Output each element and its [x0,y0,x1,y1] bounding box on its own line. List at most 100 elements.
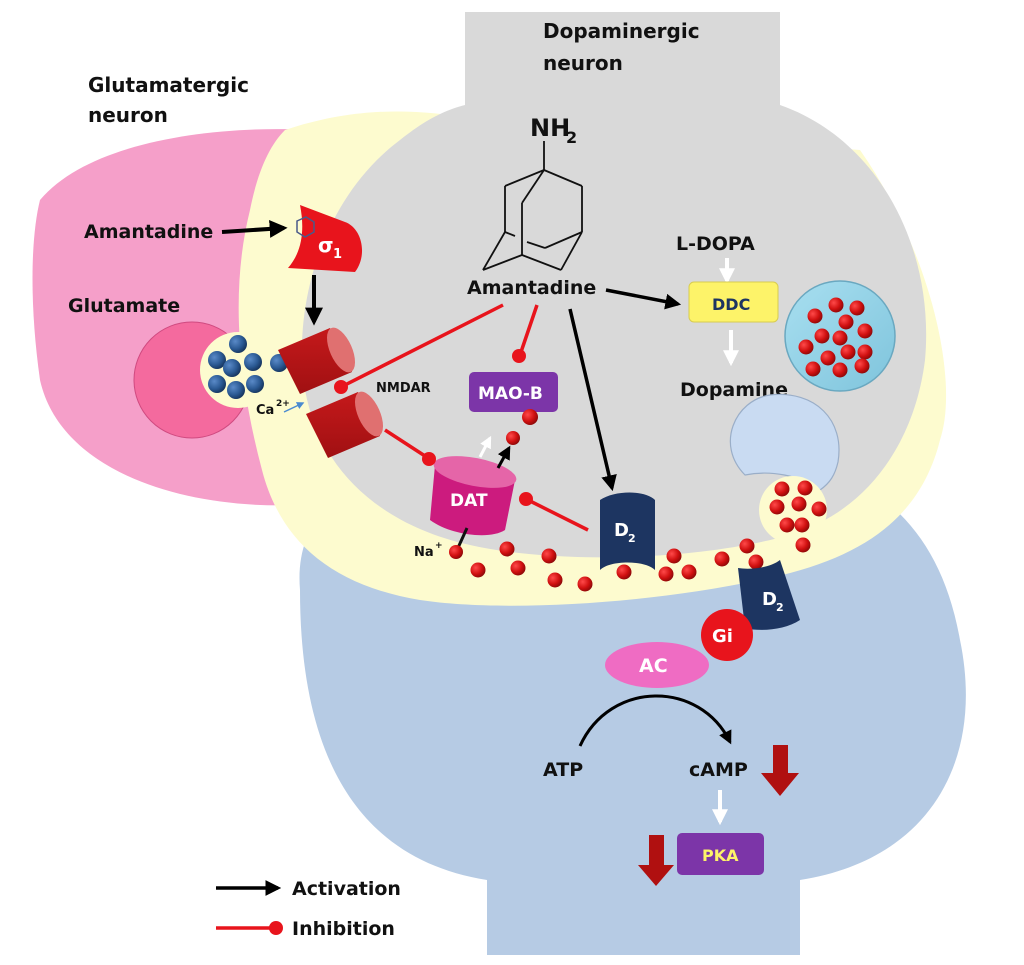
glutamate-particle [244,353,262,371]
dopamine-particle [541,548,557,564]
d2-postsynaptic-receptor [738,560,800,630]
dopamine-particle [769,499,785,515]
mao-b-label: MAO-B [478,384,543,404]
inhibition-head-maob [512,349,526,363]
dopamine-particle [840,344,856,360]
glutamate-label: Glutamate [68,295,180,317]
dopamine-particle [832,330,848,346]
dopamine-particle-na [449,545,463,559]
nh2-subscript: 2 [566,128,577,147]
dopamine-particle [849,300,865,316]
sodium-label: Na [414,545,434,560]
gi-protein [701,609,753,661]
atp-label: ATP [543,759,583,781]
amantadine-label-left: Amantadine [84,221,213,243]
dat-reuptake-arrow [496,445,511,469]
dopamine-particle [857,344,873,360]
dopamine-particle [811,501,827,517]
dopamine-particle [739,538,755,554]
dopamine-particle [499,541,515,557]
activation-amantadine-d2 [568,308,617,492]
glutamatergic-title-line2: neuron [88,103,168,127]
amantadine-structure [482,141,583,271]
dopamine-particle [577,576,593,592]
activation-amantadine-ddc [605,288,682,310]
legend-inhibition-label: Inhibition [292,918,395,940]
dat-efflux-white-arrow [478,435,492,458]
calcium-label: Ca [256,403,274,418]
dopamine-particle [814,328,830,344]
ddc-box [688,281,779,323]
amantadine-binding-hexagon [296,216,315,238]
dopamine-particle [681,564,697,580]
inhibition-head-dat-right [519,492,533,506]
dopamine-particle [791,496,807,512]
glutamate-particle [208,375,226,393]
inhibition-amantadine-maob [519,304,539,353]
d2-postsynaptic-sub: 2 [776,601,784,614]
dopamine-particle [828,297,844,313]
glutamate-particle [208,351,226,369]
nmdar-channel-upper [278,327,356,394]
dopamine-particle [838,314,854,330]
nmdar-label: NMDAR [376,381,431,396]
pka-box [677,833,764,875]
glutamate-particle [223,359,241,377]
mao-b-box [469,372,558,412]
dopaminergic-title-line2: neuron [543,51,623,75]
calcium-charge: 2+ [276,399,290,409]
camp-label: cAMP [689,759,748,781]
dopamine-particle [470,562,486,578]
storage-vesicle-dopamine-particles [798,297,873,378]
dopamine-particle-dat [506,431,520,445]
pka-label: PKA [702,846,739,865]
ac-label: AC [639,655,668,677]
camp-decrease-arrow [761,745,799,796]
dopamine-particle [616,564,632,580]
dopamine-particle [797,480,813,496]
legend-inhibition-head [269,921,283,935]
inhibition-head-nmdar [334,380,348,394]
sodium-charge: + [435,541,443,551]
inhibition-head-dat-left [422,452,436,466]
dat-label: DAT [450,491,488,511]
glutamatergic-title: Glutamatergic [88,73,249,97]
pka-decrease-arrow [638,835,674,886]
glutamate-particle [227,381,245,399]
dopamine-particle [807,308,823,324]
adenylyl-cyclase [605,642,709,688]
dopamine-particle-maob [522,409,538,425]
inhibition-amantadine-nmdar [344,303,504,387]
calcium-influx-arrow [283,402,305,413]
d2-autoreceptor [600,492,655,570]
dopamine-particle [714,551,730,567]
synaptic-dopamine-particles [470,480,827,592]
inhibition-d2-dat [529,499,589,532]
glutamate-particle [229,335,247,353]
nh2-label: NH [530,114,570,142]
svg-text:σ: σ [318,233,334,257]
dopamine-particle [658,566,674,582]
dopamine-particle [510,560,526,576]
legend: Activation Inhibition [216,878,401,940]
amantadine-label-center: Amantadine [467,277,596,299]
dopamine-particle [794,517,810,533]
d2-postsynaptic-label: D [762,589,777,610]
glutamate-particle [246,375,264,393]
ddc-label: DDC [712,295,750,314]
nmdar-channel-lower [306,391,384,458]
d2-autoreceptor-label: D [614,520,629,541]
dat-transporter [430,456,517,536]
dopaminergic-title: Dopaminergic [543,19,700,43]
dopamine-particle [666,548,682,564]
inhibition-nmdar-dat [384,428,426,458]
dopamine-particle [748,554,764,570]
atp-camp-conversion-arrow [578,694,732,747]
legend-activation-label: Activation [292,878,401,900]
l-dopa-label: L-DOPA [676,233,755,255]
dopamine-particle [854,358,870,374]
dopamine-particle [832,362,848,378]
dopamine-particle [774,481,790,497]
dopamine-particle [547,572,563,588]
